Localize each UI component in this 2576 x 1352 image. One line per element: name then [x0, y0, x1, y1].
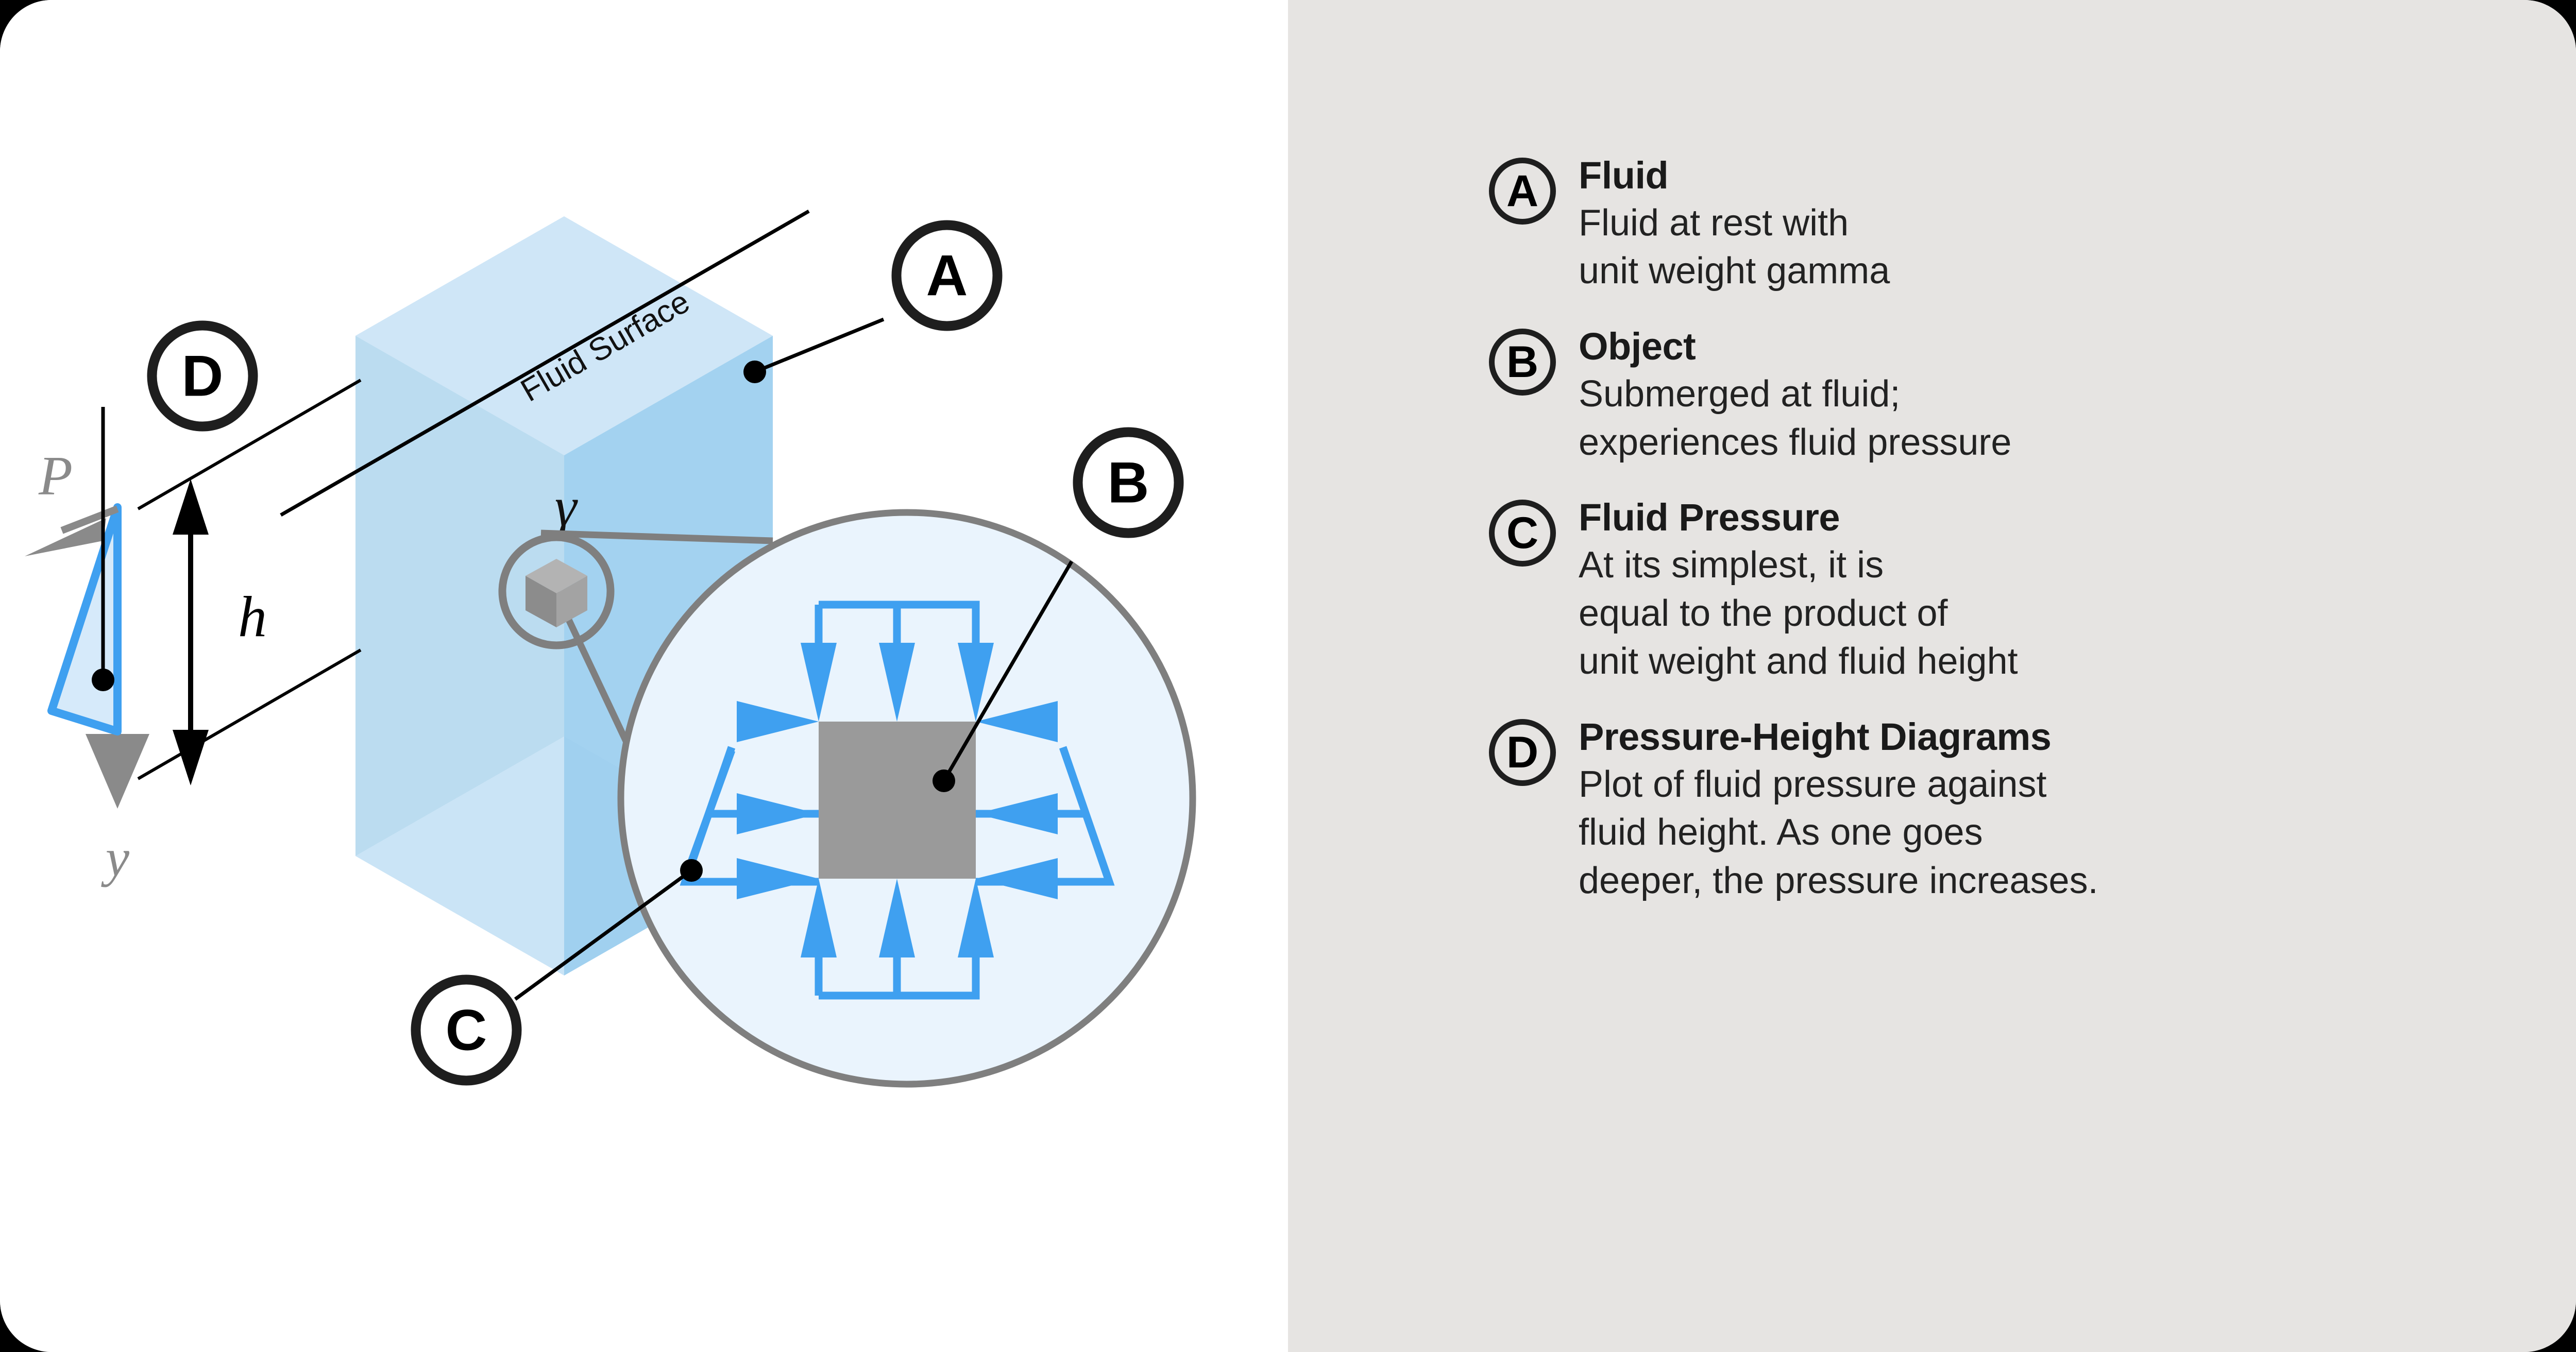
depth-axis-arrowhead	[86, 734, 149, 809]
height-dimension-group: h	[137, 379, 362, 785]
right-arrow-top	[976, 701, 1058, 742]
marker-a-ring	[891, 220, 1003, 331]
legend-list: A Fluid Fluid at rest with unit weight g…	[1489, 154, 2545, 905]
submerged-object-square	[819, 722, 976, 879]
left-arrow-top	[737, 701, 819, 742]
lens-source-circle	[498, 533, 615, 649]
legend-title: Pressure-Height Diagrams	[1579, 715, 2052, 758]
figure-marker-a[interactable]: A	[891, 220, 1003, 331]
left-arrow-bottom	[737, 858, 819, 899]
legend-title: Object	[1579, 325, 1696, 368]
top-arrow-left	[801, 643, 837, 722]
legend-text-block: Fluid Pressure At its simplest, it is eq…	[1579, 496, 2545, 686]
marker-a-letter: A	[926, 244, 968, 308]
marker-c-letter: C	[446, 998, 487, 1063]
gamma-symbol-label: γ	[555, 476, 578, 538]
legend-description: At its simplest, it is equal to the prod…	[1579, 544, 2018, 682]
marker-b-letter: B	[1108, 451, 1149, 515]
fluid-surface-line	[280, 209, 810, 517]
bottom-arrow-center	[879, 879, 915, 957]
figure-panel: Fluid Surface γ h y	[25, 209, 1196, 1088]
h-extension-bottom	[137, 648, 362, 780]
top-arrow-center	[879, 643, 915, 722]
left-arrow-middle	[737, 793, 819, 834]
lens-connector-upper	[540, 529, 773, 544]
legend-badge-c: C	[1489, 500, 1556, 567]
legend-description: Plot of fluid pressure against fluid hei…	[1579, 763, 2098, 901]
height-symbol-label: h	[238, 585, 267, 649]
pressure-arrowhead	[25, 518, 106, 556]
legend-badge-d: D	[1489, 718, 1556, 786]
legend-description: Fluid at rest with unit weight gamma	[1579, 202, 1890, 292]
depth-axis-symbol-label: y	[101, 828, 130, 887]
legend-text-block: Fluid Fluid at rest with unit weight gam…	[1579, 154, 2545, 296]
pressure-arrow-line	[60, 505, 119, 534]
marker-b-anchor-dot	[933, 769, 955, 792]
marker-c-anchor-dot	[680, 859, 703, 882]
figure-marker-b[interactable]: B	[1073, 427, 1184, 538]
legend-text-block: Pressure-Height Diagrams Plot of fluid p…	[1579, 715, 2545, 905]
marker-b-leader	[942, 560, 1074, 782]
legend-title: Fluid Pressure	[1579, 496, 1840, 539]
marker-b-ring	[1073, 427, 1184, 538]
legend-description: Submerged at fluid; experiences fluid pr…	[1579, 373, 2012, 463]
legend-item-fluid-pressure[interactable]: C Fluid Pressure At its simplest, it is …	[1489, 496, 2545, 686]
marker-c-ring	[411, 974, 522, 1086]
marker-a-leader	[754, 317, 885, 374]
bottom-arrow-right	[958, 879, 994, 957]
right-arrow-middle	[976, 793, 1058, 834]
top-arrow-right	[958, 643, 994, 722]
marker-d-anchor-dot	[92, 669, 114, 691]
marker-d-letter: D	[182, 344, 224, 408]
legend-text-block: Object Submerged at fluid; experiences f…	[1579, 325, 2545, 467]
legend-badge-b: B	[1489, 329, 1556, 396]
cube-left-face	[526, 576, 556, 627]
pressure-height-diagram-group: y P	[25, 407, 149, 887]
legend-item-pressure-height-diagrams[interactable]: D Pressure-Height Diagrams Plot of fluid…	[1489, 715, 2545, 905]
h-extension-top	[137, 379, 362, 510]
cube-right-face	[556, 576, 587, 627]
figure-marker-c[interactable]: C	[411, 974, 522, 1086]
legend-badge-a: A	[1489, 158, 1556, 225]
marker-c-leader	[514, 869, 693, 1001]
fluid-pressure-diagram: Fluid Surface γ h y	[25, 209, 1196, 1088]
legend-item-object[interactable]: B Object Submerged at fluid; experiences…	[1489, 325, 2545, 467]
legend-title: Fluid	[1579, 154, 1669, 197]
right-arrow-bottom	[976, 858, 1058, 899]
pressure-symbol-label: P	[38, 446, 73, 507]
marker-a-anchor-dot	[743, 361, 766, 383]
figure-marker-d[interactable]: D	[147, 320, 258, 432]
legend-panel: A Fluid Fluid at rest with unit weight g…	[1288, 0, 2576, 1352]
bottom-arrow-left	[801, 879, 837, 957]
submerged-cube-icon	[526, 559, 587, 627]
pressure-arrows-group	[680, 601, 1115, 1000]
h-arrowhead-up	[173, 479, 209, 535]
h-arrowhead-down	[173, 730, 209, 785]
cube-top-face	[526, 559, 587, 593]
callout-leaders-group	[514, 317, 1074, 1001]
legend-item-fluid[interactable]: A Fluid Fluid at rest with unit weight g…	[1489, 154, 2545, 296]
marker-d-ring	[147, 320, 258, 432]
